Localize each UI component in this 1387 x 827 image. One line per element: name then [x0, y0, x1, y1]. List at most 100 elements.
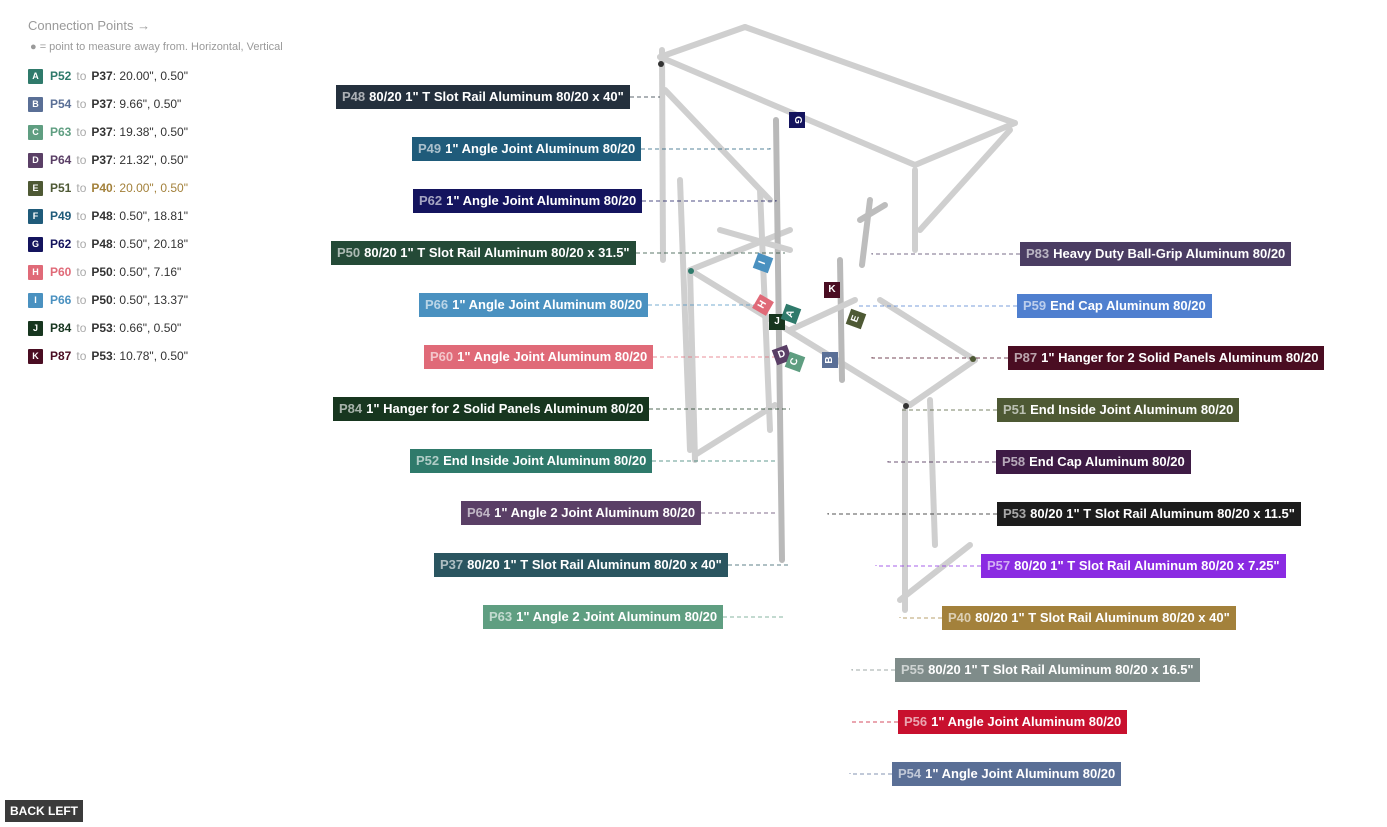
leader-line — [871, 253, 1020, 255]
connection-measurement: : 19.38", 0.50" — [112, 125, 188, 139]
leader-line — [887, 461, 996, 463]
connection-letter-badge: K — [28, 348, 43, 364]
part-id: P62 — [419, 193, 443, 208]
connection-measurement: : 0.50", 13.37" — [112, 293, 188, 307]
part-id: P84 — [339, 401, 363, 416]
legend-title: Connection Points → — [28, 18, 151, 33]
leader-line — [851, 669, 895, 671]
connection-from: P64 — [50, 153, 72, 167]
leader-line — [871, 357, 1008, 359]
part-name: 80/20 1" T Slot Rail Aluminum 80/20 x 7.… — [1014, 558, 1280, 573]
part-id: P51 — [1003, 402, 1027, 417]
part-name: 80/20 1" T Slot Rail Aluminum 80/20 x 40… — [369, 89, 624, 104]
part-id: P58 — [1002, 454, 1026, 469]
connection-measurement: : 0.50", 20.18" — [112, 237, 188, 251]
legend-note: ● = point to measure away from. Horizont… — [30, 41, 283, 53]
part-id: P63 — [489, 609, 513, 624]
part-name: End Cap Aluminum 80/20 — [1050, 298, 1206, 313]
part-id: P49 — [418, 141, 442, 156]
connection-to: P37 — [91, 97, 113, 111]
connection-letter-badge: B — [28, 96, 43, 112]
leader-line — [827, 513, 997, 515]
connection-to: P50 — [91, 293, 113, 307]
part-name: End Cap Aluminum 80/20 — [1029, 454, 1185, 469]
connection-to-word: to — [76, 69, 87, 83]
connection-to-word: to — [76, 237, 87, 251]
part-id: P56 — [904, 714, 928, 729]
connection-letter-badge: E — [28, 180, 43, 196]
part-id: P37 — [440, 557, 464, 572]
connection-to: P53 — [91, 321, 113, 335]
connection-from: P51 — [50, 181, 72, 195]
connection-to-word: to — [76, 349, 87, 363]
connection-from: P49 — [50, 209, 72, 223]
connection-to-word: to — [76, 153, 87, 167]
part-id: P48 — [342, 89, 366, 104]
part-id: P52 — [416, 453, 440, 468]
connection-letter-badge: I — [28, 292, 43, 308]
connection-to-word: to — [76, 293, 87, 307]
part-name: 1" Angle Joint Aluminum 80/20 — [931, 714, 1122, 729]
part-name: 80/20 1" T Slot Rail Aluminum 80/20 x 16… — [928, 662, 1194, 677]
part-id: P54 — [898, 766, 922, 781]
part-name: Heavy Duty Ball-Grip Aluminum 80/20 — [1053, 246, 1286, 261]
part-id: P66 — [425, 297, 449, 312]
connection-to-word: to — [76, 97, 87, 111]
connection-from: P52 — [50, 69, 72, 83]
part-name: 1" Angle Joint Aluminum 80/20 — [457, 349, 648, 364]
part-id: P59 — [1023, 298, 1047, 313]
back-left-button[interactable]: BACK LEFT — [5, 800, 83, 822]
connection-from: P60 — [50, 265, 72, 279]
connection-from: P54 — [50, 97, 72, 111]
part-id: P64 — [467, 505, 491, 520]
connection-marker-g[interactable]: G — [789, 112, 805, 128]
connection-measurement: : 10.78", 0.50" — [112, 349, 188, 363]
connection-to: P53 — [91, 349, 113, 363]
connection-measurement: : 0.50", 7.16" — [112, 265, 182, 279]
part-name: 1" Hanger for 2 Solid Panels Aluminum 80… — [366, 401, 644, 416]
part-name: 1" Hanger for 2 Solid Panels Aluminum 80… — [1041, 350, 1319, 365]
connection-marker-b[interactable]: B — [822, 352, 838, 368]
connection-to: P50 — [91, 265, 113, 279]
connection-measurement: : 20.00", 0.50" — [112, 69, 188, 83]
part-name: 80/20 1" T Slot Rail Aluminum 80/20 x 31… — [364, 245, 630, 260]
connection-marker-k[interactable]: K — [824, 282, 840, 298]
part-name: End Inside Joint Aluminum 80/20 — [443, 453, 647, 468]
connection-measurement: : 20.00", 0.50" — [112, 181, 188, 195]
part-id: P55 — [901, 662, 925, 677]
